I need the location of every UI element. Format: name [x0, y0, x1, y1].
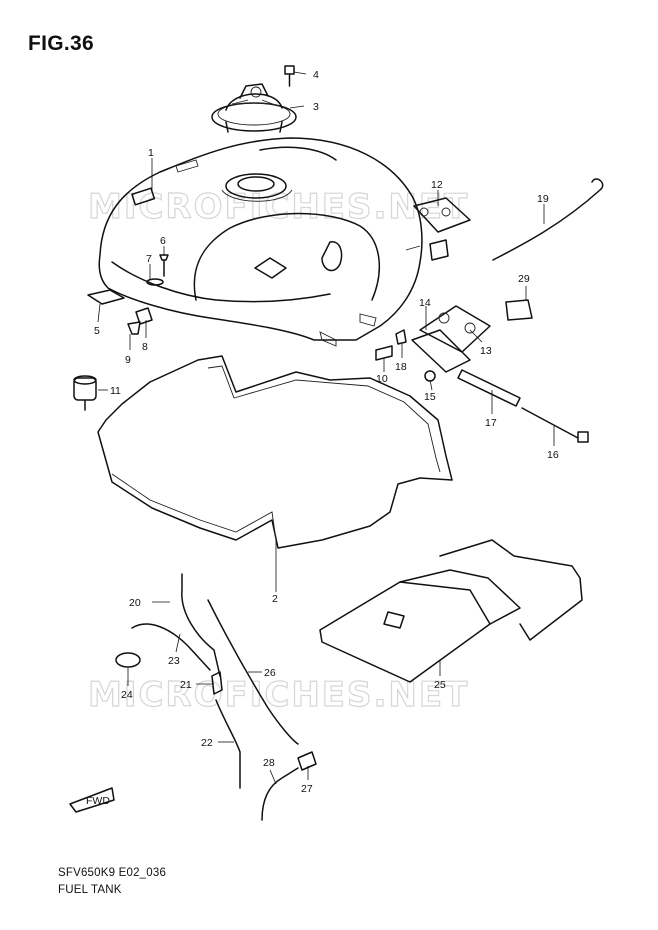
callout-10: 10 — [376, 373, 388, 385]
callout-11: 11 — [110, 385, 121, 397]
hose-part-28 — [261, 767, 299, 821]
callout-4: 4 — [313, 69, 319, 81]
callout-25: 25 — [434, 679, 446, 691]
prop-rod-part-19 — [492, 178, 604, 261]
hose-part-26 — [207, 599, 299, 745]
heat-shield-part-25 — [319, 539, 583, 683]
callout-2: 2 — [272, 593, 278, 605]
hose-part-22 — [215, 699, 241, 789]
hose-part-23 — [131, 623, 211, 671]
callout-17: 17 — [485, 417, 497, 429]
screw-part-6 — [159, 254, 169, 277]
callout-18: 18 — [395, 361, 407, 373]
callout-23: 23 — [168, 655, 180, 667]
bracket-part-12 — [413, 197, 471, 261]
callout-24: 24 — [121, 689, 133, 701]
callout-20: 20 — [129, 597, 141, 609]
bracket-part-5 — [87, 289, 125, 305]
pad-part-29 — [505, 299, 533, 321]
callout-7: 7 — [146, 253, 152, 265]
figure-name: FUEL TANK — [58, 884, 122, 896]
callout-22: 22 — [201, 737, 213, 749]
callout-5: 5 — [94, 325, 100, 337]
cap-part-11 — [73, 375, 97, 411]
callout-9: 9 — [125, 354, 131, 366]
callout-14: 14 — [419, 297, 431, 309]
callout-numbers: 1 2 3 4 5 6 7 8 9 10 11 12 13 14 15 16 1… — [94, 69, 559, 795]
joint-part-27 — [297, 751, 317, 771]
callout-21: 21 — [180, 679, 192, 691]
callout-16: 16 — [547, 449, 559, 461]
callout-13: 13 — [480, 345, 492, 357]
seal-part-2 — [97, 355, 453, 549]
washer-part-7 — [146, 278, 164, 286]
grommet-part-9 — [127, 321, 141, 335]
hinge-part-13-14 — [411, 305, 491, 373]
callout-27: 27 — [301, 783, 313, 795]
watermark-top: MICROFICHES.NET — [88, 187, 469, 227]
forward-arrow-icon: FWD — [69, 787, 115, 813]
hose-part-20 — [181, 573, 221, 677]
collar-part-17 — [457, 369, 521, 407]
callout-1: 1 — [148, 147, 154, 159]
grommet-part-10 — [375, 345, 393, 361]
joint-part-21 — [211, 671, 223, 695]
fwd-label: FWD — [86, 795, 110, 807]
clamp-part-24 — [115, 652, 141, 668]
leader-lines — [97, 71, 555, 785]
bolt-part-4 — [284, 65, 295, 87]
nut-part-15 — [424, 370, 436, 382]
callout-12: 12 — [431, 179, 443, 191]
callout-8: 8 — [142, 341, 148, 353]
figure-title: FIG.36 — [28, 32, 94, 55]
figure-code: SFV650K9 E02_036 — [58, 867, 167, 879]
callout-19: 19 — [537, 193, 549, 205]
nut-part-18 — [395, 329, 407, 345]
callout-28: 28 — [263, 757, 275, 769]
bolt-part-16 — [521, 407, 589, 443]
watermark-bottom: MICROFICHES.NET — [88, 675, 469, 715]
callout-3: 3 — [313, 101, 319, 113]
fuel-cap-part-3 — [211, 83, 297, 133]
callout-29: 29 — [518, 273, 530, 285]
cushion-part-8 — [135, 307, 153, 325]
callout-6: 6 — [160, 235, 166, 247]
fuel-tank-part-1 — [98, 137, 423, 347]
callout-15: 15 — [424, 391, 436, 403]
callout-26: 26 — [264, 667, 276, 679]
